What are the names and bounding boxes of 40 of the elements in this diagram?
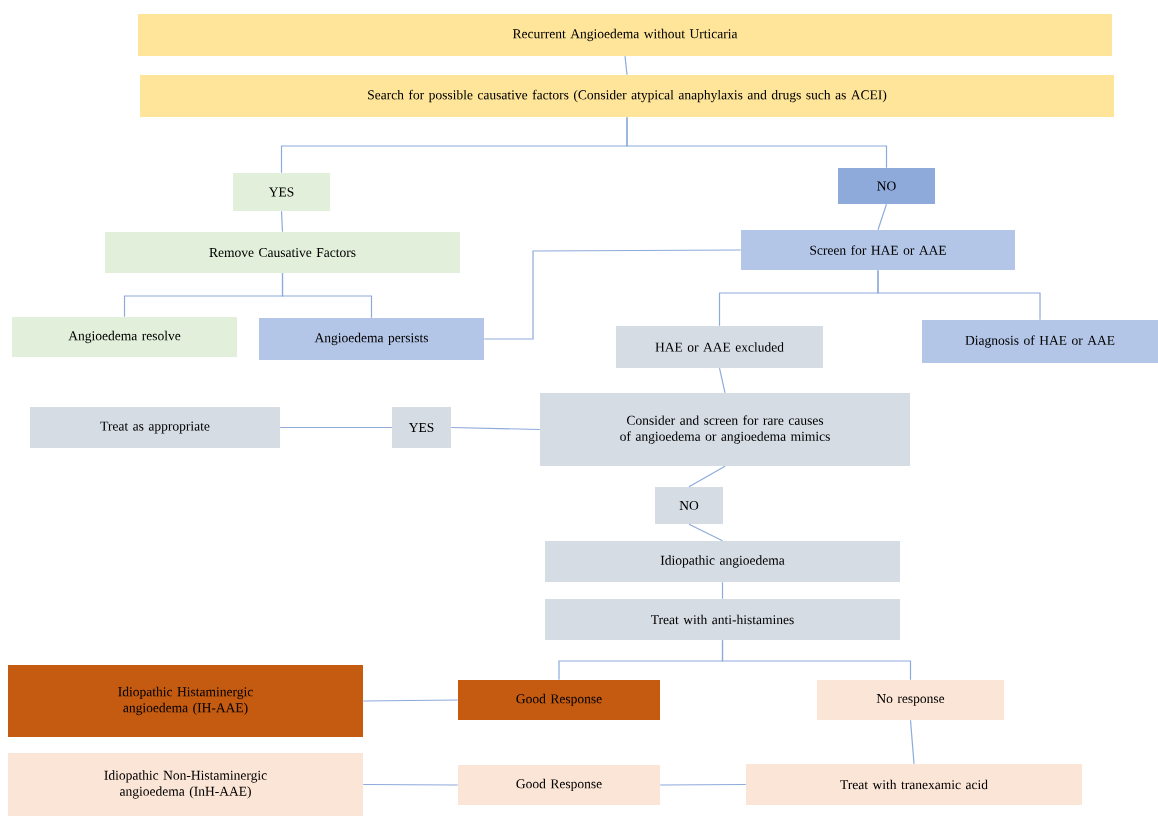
connector-line xyxy=(909,719,915,765)
flow-box: No response xyxy=(817,680,1004,720)
connector-line xyxy=(688,523,724,542)
connector-line xyxy=(280,210,284,233)
flow-box: Remove Causative Factors xyxy=(105,232,460,273)
connector-line xyxy=(279,426,393,429)
flow-box: Treat with tranexamic acid xyxy=(746,764,1082,805)
connector-line xyxy=(483,249,742,340)
connector-line xyxy=(450,426,541,431)
connector-line xyxy=(281,272,373,319)
flow-box: Search for possible causative factors (Consider atypical anaphylaxis and drugs such as ACEI) xyxy=(140,75,1114,117)
flow-box: Diagnosis of HAE or AAE xyxy=(922,320,1158,363)
connector-line xyxy=(721,639,912,681)
flow-box: Screen for HAE or AAE xyxy=(741,230,1015,270)
flow-box: Idiopathic Histaminergic angioedema (IH-AAE) xyxy=(8,665,363,737)
flow-box: Good Response xyxy=(458,765,660,805)
connector-line xyxy=(877,203,888,231)
connector-line xyxy=(688,465,726,488)
flow-box: Idiopathic angioedema xyxy=(545,541,900,582)
flow-box: Angioedema persists xyxy=(259,318,484,360)
flow-box: Idiopathic Non-Histaminergic angioedema (InH-AAE) xyxy=(8,753,363,816)
connector-line xyxy=(362,783,459,786)
flow-box: NO xyxy=(655,487,723,524)
connector-line xyxy=(362,699,459,702)
connector-line xyxy=(626,116,888,169)
flow-box: YES xyxy=(392,407,451,448)
connector-line xyxy=(624,55,628,76)
connector-line xyxy=(718,367,726,394)
flow-box: YES xyxy=(233,173,330,211)
flow-box: HAE or AAE excluded xyxy=(616,326,823,368)
connector-line xyxy=(659,783,747,786)
flow-box: NO xyxy=(838,168,935,204)
flow-box: Recurrent Angioedema without Urticaria xyxy=(138,14,1112,56)
flow-box: Consider and screen for rare causes of angioedema or angioedema mimics xyxy=(540,393,910,466)
flow-box: Good Response xyxy=(458,680,660,720)
connector-line xyxy=(721,581,724,600)
flow-box: Treat with anti-histamines xyxy=(545,599,900,640)
flow-box: Angioedema resolve xyxy=(12,317,237,357)
flow-box: Treat as appropriate xyxy=(30,407,280,448)
connector-line xyxy=(877,269,1041,321)
